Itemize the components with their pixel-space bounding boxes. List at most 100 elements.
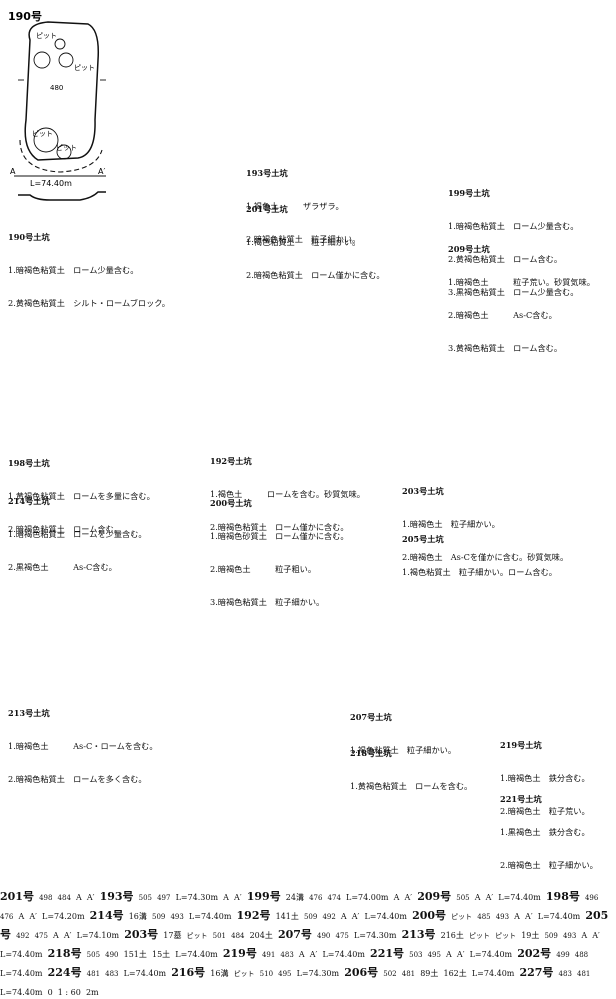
pit-190-elevation: L=74.40m: [30, 179, 72, 188]
scale-bar: 0 1 : 60 2m: [48, 980, 99, 999]
pit-190-feature-1: ピット: [36, 32, 57, 40]
pit-192-note-1: 1.褐色土 ロームを含む。砂質気味。: [210, 489, 365, 499]
pit-drawings: 190号 ピット ピット ピット ピット 480 A A′ L=74.40m: [8, 10, 106, 201]
pit-221-plan: 221号 503 495 A A′ L=74.40m: [370, 942, 517, 961]
pit-198-a-prime: A′: [29, 912, 37, 921]
pit-200-note-3: 3.暗褐色粘質土 粒子細かい。: [210, 597, 325, 607]
pit-206-plan: 206号 502 481 89土 162土 L=74.40m: [344, 961, 519, 980]
pit-199-ditch: 24溝: [285, 893, 304, 902]
pit-199-label: 199号: [246, 890, 281, 903]
pit-216-dim-1: 510: [259, 970, 274, 978]
pit-203-label: 203号: [124, 928, 159, 941]
pit-190-feature-3: ピット: [32, 130, 53, 138]
pit-221-notes-title: 221号土坑: [500, 794, 542, 804]
pit-plan-sheet: 190号 ピット ピット ピット ピット 480 A A′ L=74.40m 2…: [0, 10, 608, 997]
pit-203-notes: 203号土坑 1.暗褐色土 粒子細かい。 2.暗褐色土 As-Cを僅かに含む。砂…: [402, 464, 568, 574]
pit-214-dim-1: 509: [151, 913, 166, 921]
scale-zero: 0: [47, 988, 53, 997]
pit-192-elevation: L=74.40m: [364, 912, 407, 921]
pit-192-a-prime: A′: [351, 912, 360, 921]
pit-198-dim-2: 476: [0, 913, 14, 921]
pit-216-plan: 216号 16溝 ピット 510 495 L=74.30m: [171, 961, 344, 980]
pit-209-plan: 209号 505 A A′ L=74.40m: [417, 885, 546, 904]
pit-192-cut: 141土: [275, 912, 299, 921]
pit-198-note-1: 1.黄褐色粘質土 ロームを多量に含む。: [8, 491, 155, 501]
pit-200-note-1: 1.暗褐色砂質土 ローム僅かに含む。: [210, 531, 349, 541]
pit-190-note-1: 1.暗褐色粘質土 ローム少量含む。: [8, 265, 139, 275]
pit-193-a: A: [223, 893, 229, 902]
pit-199-note-1: 1.暗褐色粘質土 ローム少量含む。: [448, 221, 579, 231]
pit-213-feature-2: ピット: [495, 932, 517, 940]
pit-207-label: 207号: [277, 928, 312, 941]
pit-200-note-2: 2.暗褐色土 粒子粗い。: [210, 564, 317, 574]
pit-193-plan: 193号 505 497 L=74.30m A A′: [100, 885, 247, 904]
pit-190-label: 190号: [8, 10, 42, 23]
pit-193-dim-1: 505: [138, 894, 152, 902]
pit-218-cut2: 15土: [151, 950, 171, 959]
pit-213-dim-2: 493: [562, 932, 577, 940]
pit-205-dim-1: 492: [16, 932, 30, 940]
pit-219-dim-1: 491: [261, 951, 276, 959]
scale-ratio: 1 : 60: [57, 988, 81, 997]
pit-221-notes: 221号土坑 1.黒褐色土 鉄分含む。 2.暗褐色土 粒子細かい。: [500, 772, 598, 882]
pit-224-plan: 224号 481 483 L=74.40m: [48, 961, 172, 980]
pit-209-a: A: [474, 893, 481, 902]
pit-190-a-prime: A′: [98, 167, 105, 176]
pit-218-elevation: L=74.40m: [175, 950, 218, 959]
pit-192-label: 192号: [236, 909, 271, 922]
pit-219-notes: 219号土坑 1.暗褐色土 鉄分含む。 2.暗褐色土 粒子荒い。: [500, 718, 590, 828]
pit-219-label: 219号: [222, 947, 257, 960]
pit-213-a: A: [581, 931, 588, 940]
pit-213-feature-1: ピット: [469, 932, 490, 940]
pit-207-elevation: L=74.30m: [353, 931, 397, 940]
pit-221-dim-1: 503: [409, 951, 423, 959]
pit-224-dim-2: 483: [105, 970, 119, 978]
pit-219-a: A: [298, 950, 305, 959]
pit-227-elevation: L=74.40m: [0, 988, 43, 997]
pit-224-elevation: L=74.40m: [123, 969, 167, 978]
pit-207-plan: 207号 490 475 L=74.30m: [278, 923, 402, 942]
pit-203-note-2: 2.暗褐色土 As-Cを僅かに含む。砂質気味。: [402, 552, 569, 562]
pit-206-cut2: 162土: [443, 969, 467, 978]
pit-218-note-1: 1.黄褐色粘質土 ロームを含む。: [350, 781, 473, 791]
pit-218-notes-title: 218号土坑: [350, 748, 392, 758]
pit-205-a-prime: A′: [63, 931, 72, 940]
pit-203-cut2: 204土: [249, 931, 273, 940]
pit-190-plan: 190号 ピット ピット ピット ピット 480 A A′ L=74.40m: [8, 10, 106, 201]
pit-200-notes-title: 200号土坑: [210, 498, 252, 508]
pit-192-note-2: 2.暗褐色粘質土 ローム僅かに含む。: [210, 522, 349, 532]
pit-218-label: 218号: [47, 947, 82, 960]
pit-201-note-2: 2.暗褐色粘質土 ローム僅かに含む。: [246, 270, 385, 280]
pit-198-notes-title: 198号土坑: [8, 458, 50, 468]
pit-219-elevation: L=74.40m: [322, 950, 365, 959]
pit-199-dim-1: 476: [309, 894, 323, 902]
pit-218-notes: 218号土坑 1.黄褐色粘質土 ロームを含む。: [350, 726, 472, 803]
pit-198-notes: 198号土坑 1.黄褐色粘質土 ロームを多量に含む。 2.暗褐色粘質土 ローム含…: [8, 436, 155, 546]
pit-202-elevation: L=74.40m: [0, 969, 43, 978]
pit-205-notes: 205号土坑 1.褐色粘質土 粒子細かい。ローム含む。: [402, 512, 557, 589]
pit-199-notes-title: 199号土坑: [448, 188, 490, 198]
pit-199-elevation: L=74.00m: [346, 893, 389, 902]
pit-214-dim-2: 493: [170, 913, 184, 921]
pit-205-elevation: L=74.10m: [76, 931, 120, 940]
pit-205-note-1: 1.褐色粘質土 粒子細かい。ローム含む。: [402, 567, 557, 577]
pit-193-notes-title: 193号土坑: [246, 168, 288, 178]
pit-199-a: A: [393, 893, 400, 902]
pit-213-cut: 216土: [440, 931, 464, 940]
pit-205-a: A: [53, 931, 59, 940]
scale-end: 2m: [85, 988, 99, 997]
pit-199-note-3: 3.黒褐色粘質土 ローム少量含む。: [448, 287, 579, 297]
pit-207-dim-2: 475: [335, 932, 349, 940]
pit-214-elevation: L=74.40m: [188, 912, 232, 921]
pit-203-notes-title: 203号土坑: [402, 486, 444, 496]
pit-216-ditch: 16溝: [210, 969, 229, 978]
pit-202-dim-1: 499: [556, 951, 570, 959]
pit-202-label: 202号: [517, 947, 552, 960]
pit-221-label: 221号: [370, 947, 405, 960]
pit-201-notes-title: 201号土坑: [246, 204, 288, 214]
pit-192-dim-1: 509: [303, 913, 318, 921]
pit-209-a-prime: A′: [485, 893, 494, 902]
pit-200-plan: 200号 ピット 485 493 A A′ L=74.40m: [412, 904, 585, 923]
pit-207-dim-1: 490: [317, 932, 331, 940]
pit-213-cut2: 19土: [521, 931, 540, 940]
